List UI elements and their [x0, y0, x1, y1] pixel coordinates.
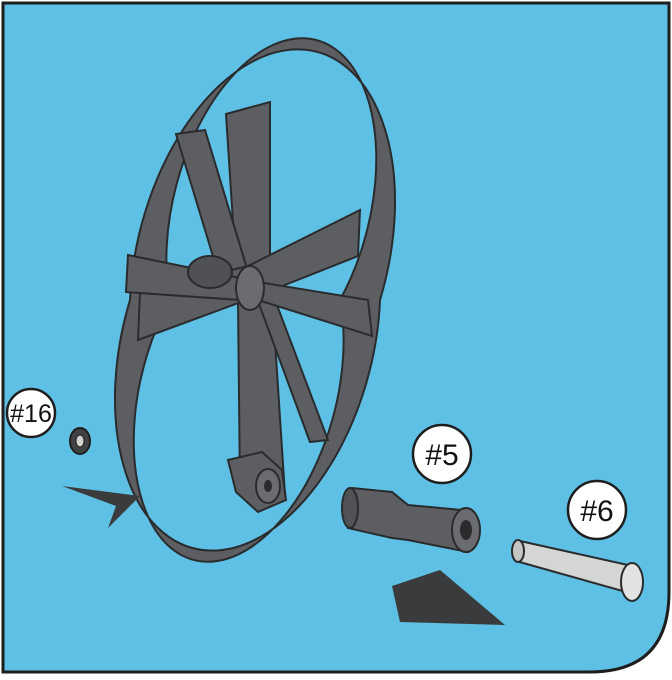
- label-washer-text: #16: [10, 400, 52, 428]
- wheel-hub-back: [188, 256, 232, 288]
- wheel-hub: [236, 266, 264, 310]
- label-sleeve: #5: [413, 425, 471, 483]
- label-pin-text: #6: [580, 495, 613, 528]
- washer-icon: [70, 428, 90, 454]
- label-sleeve-text: #5: [425, 439, 458, 472]
- label-washer: #16: [7, 389, 55, 437]
- label-pin: #6: [568, 481, 626, 539]
